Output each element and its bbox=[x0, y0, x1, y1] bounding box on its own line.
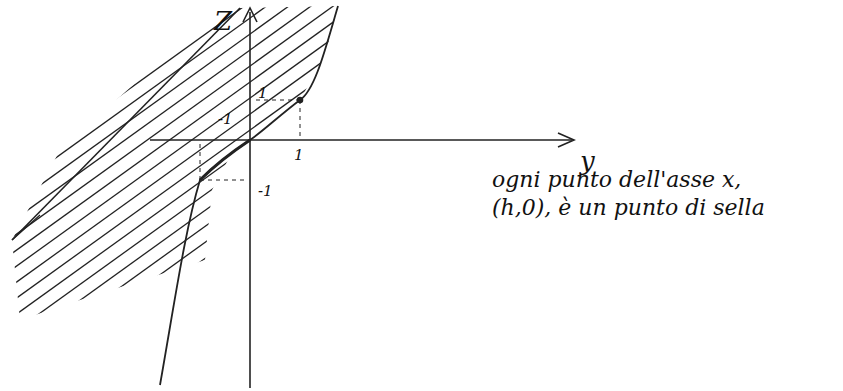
tick-label: -1 bbox=[218, 112, 233, 127]
hatch-line bbox=[0, 134, 400, 391]
hatch-line bbox=[0, 70, 400, 358]
hatch-line bbox=[0, 0, 400, 166]
hatch-line bbox=[0, 0, 400, 198]
hatch-line bbox=[0, 0, 400, 150]
handwritten-note: ogni punto dell'asse x, (h,0), è un punt… bbox=[492, 166, 792, 221]
y-arrowhead bbox=[558, 133, 574, 147]
hatch-line bbox=[0, 230, 400, 391]
tick-label: 1 bbox=[294, 148, 304, 163]
axis-name: Z bbox=[214, 8, 232, 34]
z-arrowhead bbox=[243, 8, 257, 22]
curve-thick bbox=[200, 140, 250, 180]
hatch-line bbox=[0, 6, 400, 294]
hatch-line bbox=[0, 214, 400, 391]
hatch-line bbox=[0, 262, 400, 391]
guide-line bbox=[300, 100, 301, 138]
hatch-line bbox=[0, 102, 400, 390]
guide-line bbox=[200, 180, 248, 181]
tick-label: -1 bbox=[258, 184, 273, 199]
sheet-edge bbox=[12, 215, 40, 240]
z-axis bbox=[249, 12, 251, 388]
hatch-line bbox=[0, 22, 400, 310]
hatch-line bbox=[0, 54, 400, 342]
hatch-line bbox=[0, 198, 400, 391]
y-axis bbox=[150, 139, 572, 141]
hatch-line bbox=[0, 86, 400, 374]
hatch-line bbox=[0, 246, 400, 391]
hatch-line bbox=[0, 118, 400, 391]
hatch-line bbox=[0, 0, 400, 246]
hatch-line bbox=[0, 0, 400, 230]
hatch-line bbox=[0, 182, 400, 391]
guide-line bbox=[200, 142, 201, 180]
sheet-edge bbox=[12, 8, 240, 240]
hatch-line bbox=[0, 150, 400, 391]
tick-label: 1 bbox=[258, 86, 268, 101]
hatch-line bbox=[0, 166, 400, 391]
plane-hatching bbox=[0, 0, 400, 391]
hatch-line bbox=[0, 0, 400, 278]
hatch-line bbox=[0, 0, 400, 262]
